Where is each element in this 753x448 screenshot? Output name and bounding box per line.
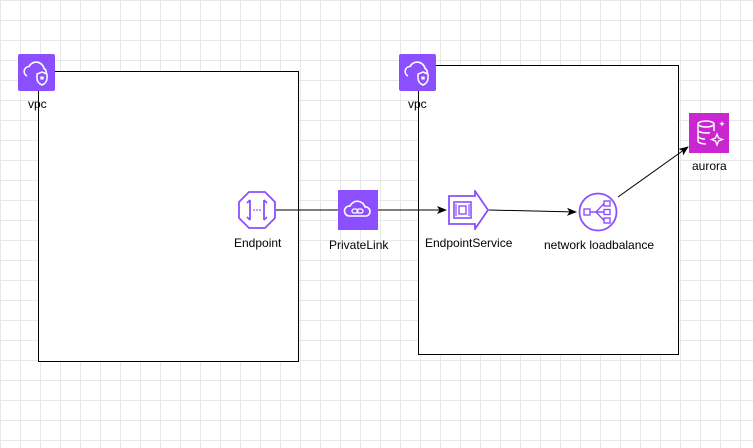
network-load-balancer-icon[interactable] xyxy=(578,192,618,232)
aurora-database-icon[interactable] xyxy=(689,113,729,153)
endpoint-service-icon[interactable] xyxy=(447,188,490,232)
endpoint-label: Endpoint xyxy=(234,236,282,250)
vpc-endpoint-icon[interactable] xyxy=(237,190,277,230)
vpc-right-icon[interactable] xyxy=(399,54,436,91)
nlb-label: network loadbalance xyxy=(544,238,655,252)
vpc-right-label: vpc xyxy=(408,97,427,111)
vpc-left-icon[interactable] xyxy=(18,54,55,91)
vpc-left-label: vpc xyxy=(28,97,47,111)
aurora-label: aurora xyxy=(692,159,727,173)
endpoint-service-label: EndpointService xyxy=(425,236,513,250)
privatelink-icon[interactable] xyxy=(338,190,378,230)
privatelink-label: PrivateLink xyxy=(329,238,389,252)
